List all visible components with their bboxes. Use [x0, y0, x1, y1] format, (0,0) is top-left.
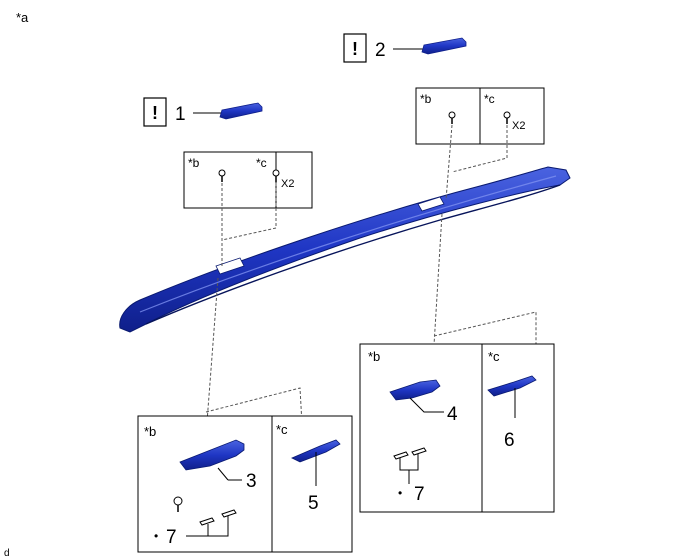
- callout-4[interactable]: 4: [447, 404, 458, 425]
- part-3-bracket[interactable]: [179, 439, 245, 471]
- part-6-clip-strip[interactable]: [487, 375, 537, 397]
- alignment-lines-upper: [221, 124, 508, 268]
- caution-box: [343, 33, 367, 63]
- callout-2[interactable]: ! 2: [343, 33, 424, 63]
- quantity-label: X2: [281, 178, 294, 190]
- detail-box-top-left: *b *c X2: [183, 151, 313, 209]
- part-2-cover[interactable]: [421, 37, 467, 55]
- label-b: *b: [420, 92, 432, 106]
- box-frame: [359, 343, 555, 513]
- label-c: *c: [484, 92, 495, 106]
- footer-label: d: [4, 548, 10, 559]
- label-b: *b: [144, 424, 156, 439]
- detail-box-top-right: *b *c X2: [415, 87, 545, 145]
- clip-pad-icon: [393, 451, 409, 460]
- detail-box-bottom-right: *b *c 4 6 • 7: [359, 343, 555, 513]
- label-b: *b: [368, 349, 380, 364]
- clip-icon: [272, 169, 280, 182]
- quantity-label: X2: [512, 120, 525, 132]
- clip-pad-icon: [221, 509, 237, 518]
- bolt-icon: [448, 111, 456, 124]
- caution-box: [143, 97, 167, 127]
- caution-mark: !: [352, 39, 358, 59]
- clip-pad-icon: [411, 447, 427, 456]
- rail-body: [119, 166, 571, 333]
- detail-box-bottom-left: *b *c 3 5 • 7: [137, 415, 353, 553]
- box-frame: [183, 151, 313, 209]
- caution-mark: !: [152, 103, 158, 123]
- part-4-bracket[interactable]: [389, 379, 441, 401]
- bolt-icon: [173, 496, 183, 512]
- rail-slot-left: [215, 257, 245, 275]
- bolt-icon: [218, 169, 226, 182]
- leader-line: [217, 467, 229, 481]
- callout-number: 2: [375, 40, 386, 61]
- callout-1[interactable]: ! 1: [143, 97, 222, 127]
- leader-line: [409, 397, 444, 413]
- rail-highlight: [139, 175, 557, 313]
- clip-icon: [503, 111, 511, 124]
- rail-underside: [145, 184, 561, 325]
- callout-number: 1: [175, 104, 186, 125]
- rail-slot-right: [417, 196, 445, 212]
- label-c: *c: [256, 156, 267, 170]
- bullet: •: [154, 529, 158, 543]
- clip-pad-icon: [199, 517, 215, 526]
- label-c: *c: [276, 422, 288, 437]
- bullet: •: [398, 486, 402, 500]
- callout-7-right[interactable]: 7: [414, 484, 425, 505]
- corner-label: *a: [16, 10, 29, 25]
- label-c: *c: [488, 349, 500, 364]
- callout-5[interactable]: 5: [308, 493, 319, 514]
- callout-6[interactable]: 6: [504, 430, 515, 451]
- callout-7-left[interactable]: 7: [166, 527, 177, 548]
- leader-line: [207, 516, 229, 537]
- part-1-cover[interactable]: [219, 102, 263, 120]
- label-b: *b: [188, 156, 200, 170]
- part-5-clip-strip[interactable]: [291, 439, 341, 463]
- roof-rail[interactable]: [119, 166, 571, 333]
- callout-3[interactable]: 3: [246, 471, 257, 492]
